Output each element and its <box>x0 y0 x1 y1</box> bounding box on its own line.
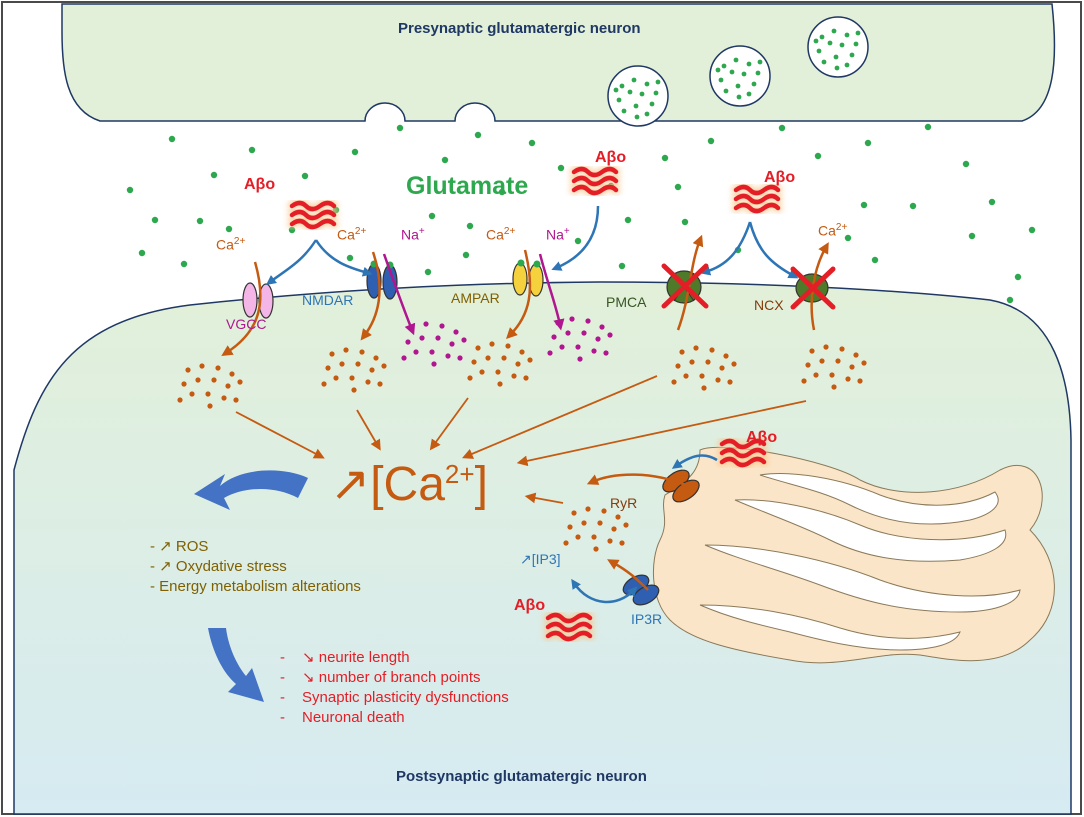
effect-item: - Energy metabolism alterations <box>150 578 361 595</box>
effect-item: -↘ neurite length <box>280 649 410 666</box>
endoplasmic-reticulum <box>652 446 1055 664</box>
calcium-ion-label: Ca2+ <box>818 222 848 239</box>
calcium-ion-label: Ca2+ <box>486 226 516 243</box>
postsynaptic-label: Postsynaptic glutamatergic neuron <box>396 768 647 785</box>
effect-item: -↘ number of branch points <box>280 669 481 686</box>
ion-clusters <box>177 316 867 552</box>
sodium-flux-arrows <box>382 253 565 336</box>
primary-effects-list: - ↗ ROS - ↗ Oxydative stress - Energy me… <box>150 537 361 597</box>
abeta-label: Aβo <box>595 149 627 166</box>
effect-item: - ↗ ROS <box>150 538 209 555</box>
effect-item: - ↗ Oxydative stress <box>150 558 287 575</box>
glutamate-molecules <box>126 123 1036 304</box>
ip3-label: ↗[IP3] <box>520 551 561 567</box>
abeta-action-arrows <box>265 205 799 604</box>
glutamate-label: Glutamate <box>406 172 529 200</box>
postsynaptic-neuron <box>13 281 1072 815</box>
downstream-effect-arrows <box>194 470 308 702</box>
abeta-oligomers <box>287 164 783 644</box>
calcium-ion-label: Ca2+ <box>337 226 367 243</box>
ryr-label: RyR <box>610 495 638 511</box>
secondary-effects-list: -↘ neurite length -↘ number of branch po… <box>280 648 509 728</box>
pmca-label: PMCA <box>606 294 647 310</box>
ampar-label: AMPAR <box>451 290 500 306</box>
convergence-arrows <box>235 375 807 504</box>
calcium-ion-label: Ca2+ <box>216 236 246 253</box>
intracellular-calcium-label: ↗[Ca2+] <box>330 458 488 511</box>
abeta-label: Aβo <box>764 169 796 186</box>
presynaptic-label: Presynaptic glutamatergic neuron <box>398 20 641 37</box>
effect-item: -Synaptic plasticity dysfunctions <box>280 689 509 706</box>
ip3r-label: IP3R <box>631 611 663 627</box>
abeta-label: Aβo <box>514 597 546 614</box>
presynaptic-neuron <box>61 3 1056 122</box>
nmdar-label: NMDAR <box>302 292 354 308</box>
effect-item: -Neuronal death <box>280 709 405 726</box>
ncx-blocked-icon <box>790 266 836 310</box>
abeta-label: Aβo <box>244 176 276 193</box>
vesicle-glutamate <box>613 28 861 120</box>
ncx-label: NCX <box>754 297 784 313</box>
pmca-blocked-icon <box>661 263 709 309</box>
sodium-ion-label: Na+ <box>401 226 425 243</box>
abeta-label: Aβo <box>746 429 778 446</box>
sodium-ion-label: Na+ <box>546 226 570 243</box>
vgcc-label: VGCC <box>226 316 267 332</box>
